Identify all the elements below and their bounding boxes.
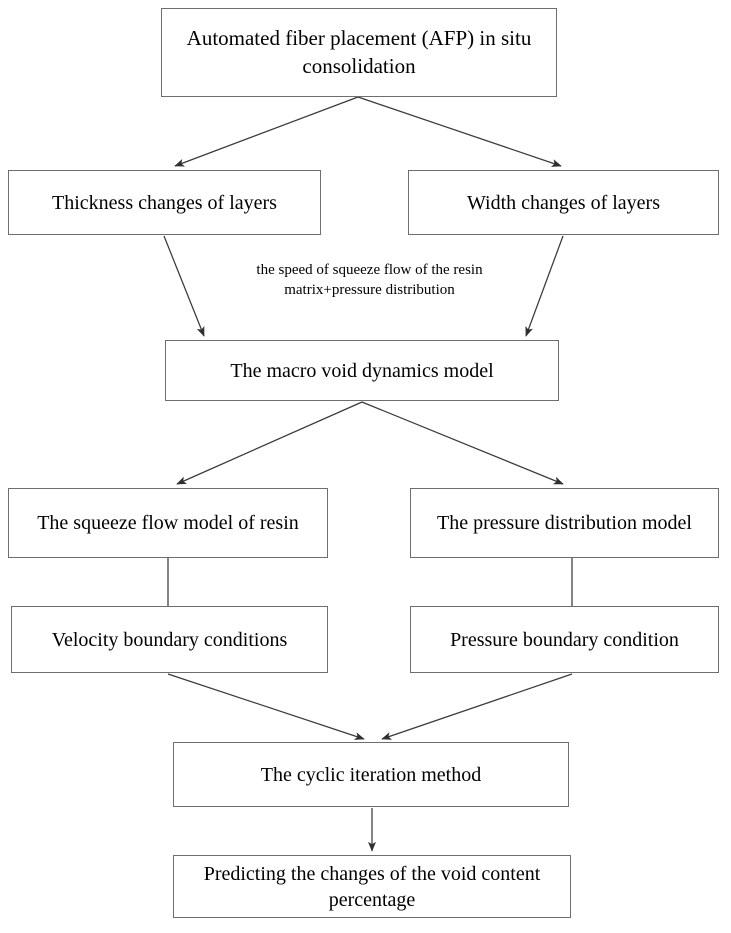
edge-label-text: the speed of squeeze flow of the resin m… [256, 262, 483, 298]
node-velocity-boundary-conditions[interactable]: Velocity boundary conditions [11, 606, 328, 673]
edge-label-squeeze-flow-speed-pressure-distribution: the speed of squeeze flow of the resin m… [232, 261, 507, 300]
node-cyclic-iteration-method[interactable]: The cyclic iteration method [173, 742, 569, 807]
node-width-changes-of-layers[interactable]: Width changes of layers [408, 170, 719, 235]
node-label: The pressure distribution model [437, 512, 692, 534]
edge-width-to-macro-void [525, 235, 564, 337]
node-label: Velocity boundary conditions [51, 628, 288, 651]
node-squeeze-flow-model-of-resin[interactable]: The squeeze flow model of resin [8, 488, 328, 558]
node-pressure-boundary-condition[interactable]: Pressure boundary condition [410, 606, 719, 673]
node-label: The cyclic iteration method [260, 763, 482, 786]
node-label: Width changes of layers [466, 191, 661, 214]
node-label: Thickness changes of layers [52, 191, 277, 214]
edge-thickness-to-macro-void [163, 235, 205, 337]
node-afp-in-situ-consolidation[interactable]: Automated fiber placement (AFP) in situ … [161, 8, 557, 97]
node-label: The squeeze flow model of resin [37, 512, 299, 534]
edge-afp-to-width [357, 96, 562, 167]
edge-velocity-bc-to-cyclic-iteration [167, 673, 365, 740]
edge-macro-void-to-pressure-distribution [361, 401, 564, 485]
node-predicting-void-content-percentage[interactable]: Predicting the changes of the void conte… [173, 855, 571, 918]
edge-macro-void-to-squeeze-flow [176, 401, 363, 485]
node-pressure-distribution-model[interactable]: The pressure distribution model [410, 488, 719, 558]
node-label: Predicting the changes of the void conte… [203, 862, 541, 911]
node-macro-void-dynamics-model[interactable]: The macro void dynamics model [165, 340, 559, 401]
node-label: The macro void dynamics model [230, 359, 494, 382]
node-label: Pressure boundary condition [450, 628, 679, 651]
edge-afp-to-thickness [174, 96, 359, 167]
edge-pressure-bc-to-cyclic-iteration [381, 673, 573, 740]
node-label: Automated fiber placement (AFP) in situ … [186, 26, 532, 78]
node-thickness-changes-of-layers[interactable]: Thickness changes of layers [8, 170, 321, 235]
